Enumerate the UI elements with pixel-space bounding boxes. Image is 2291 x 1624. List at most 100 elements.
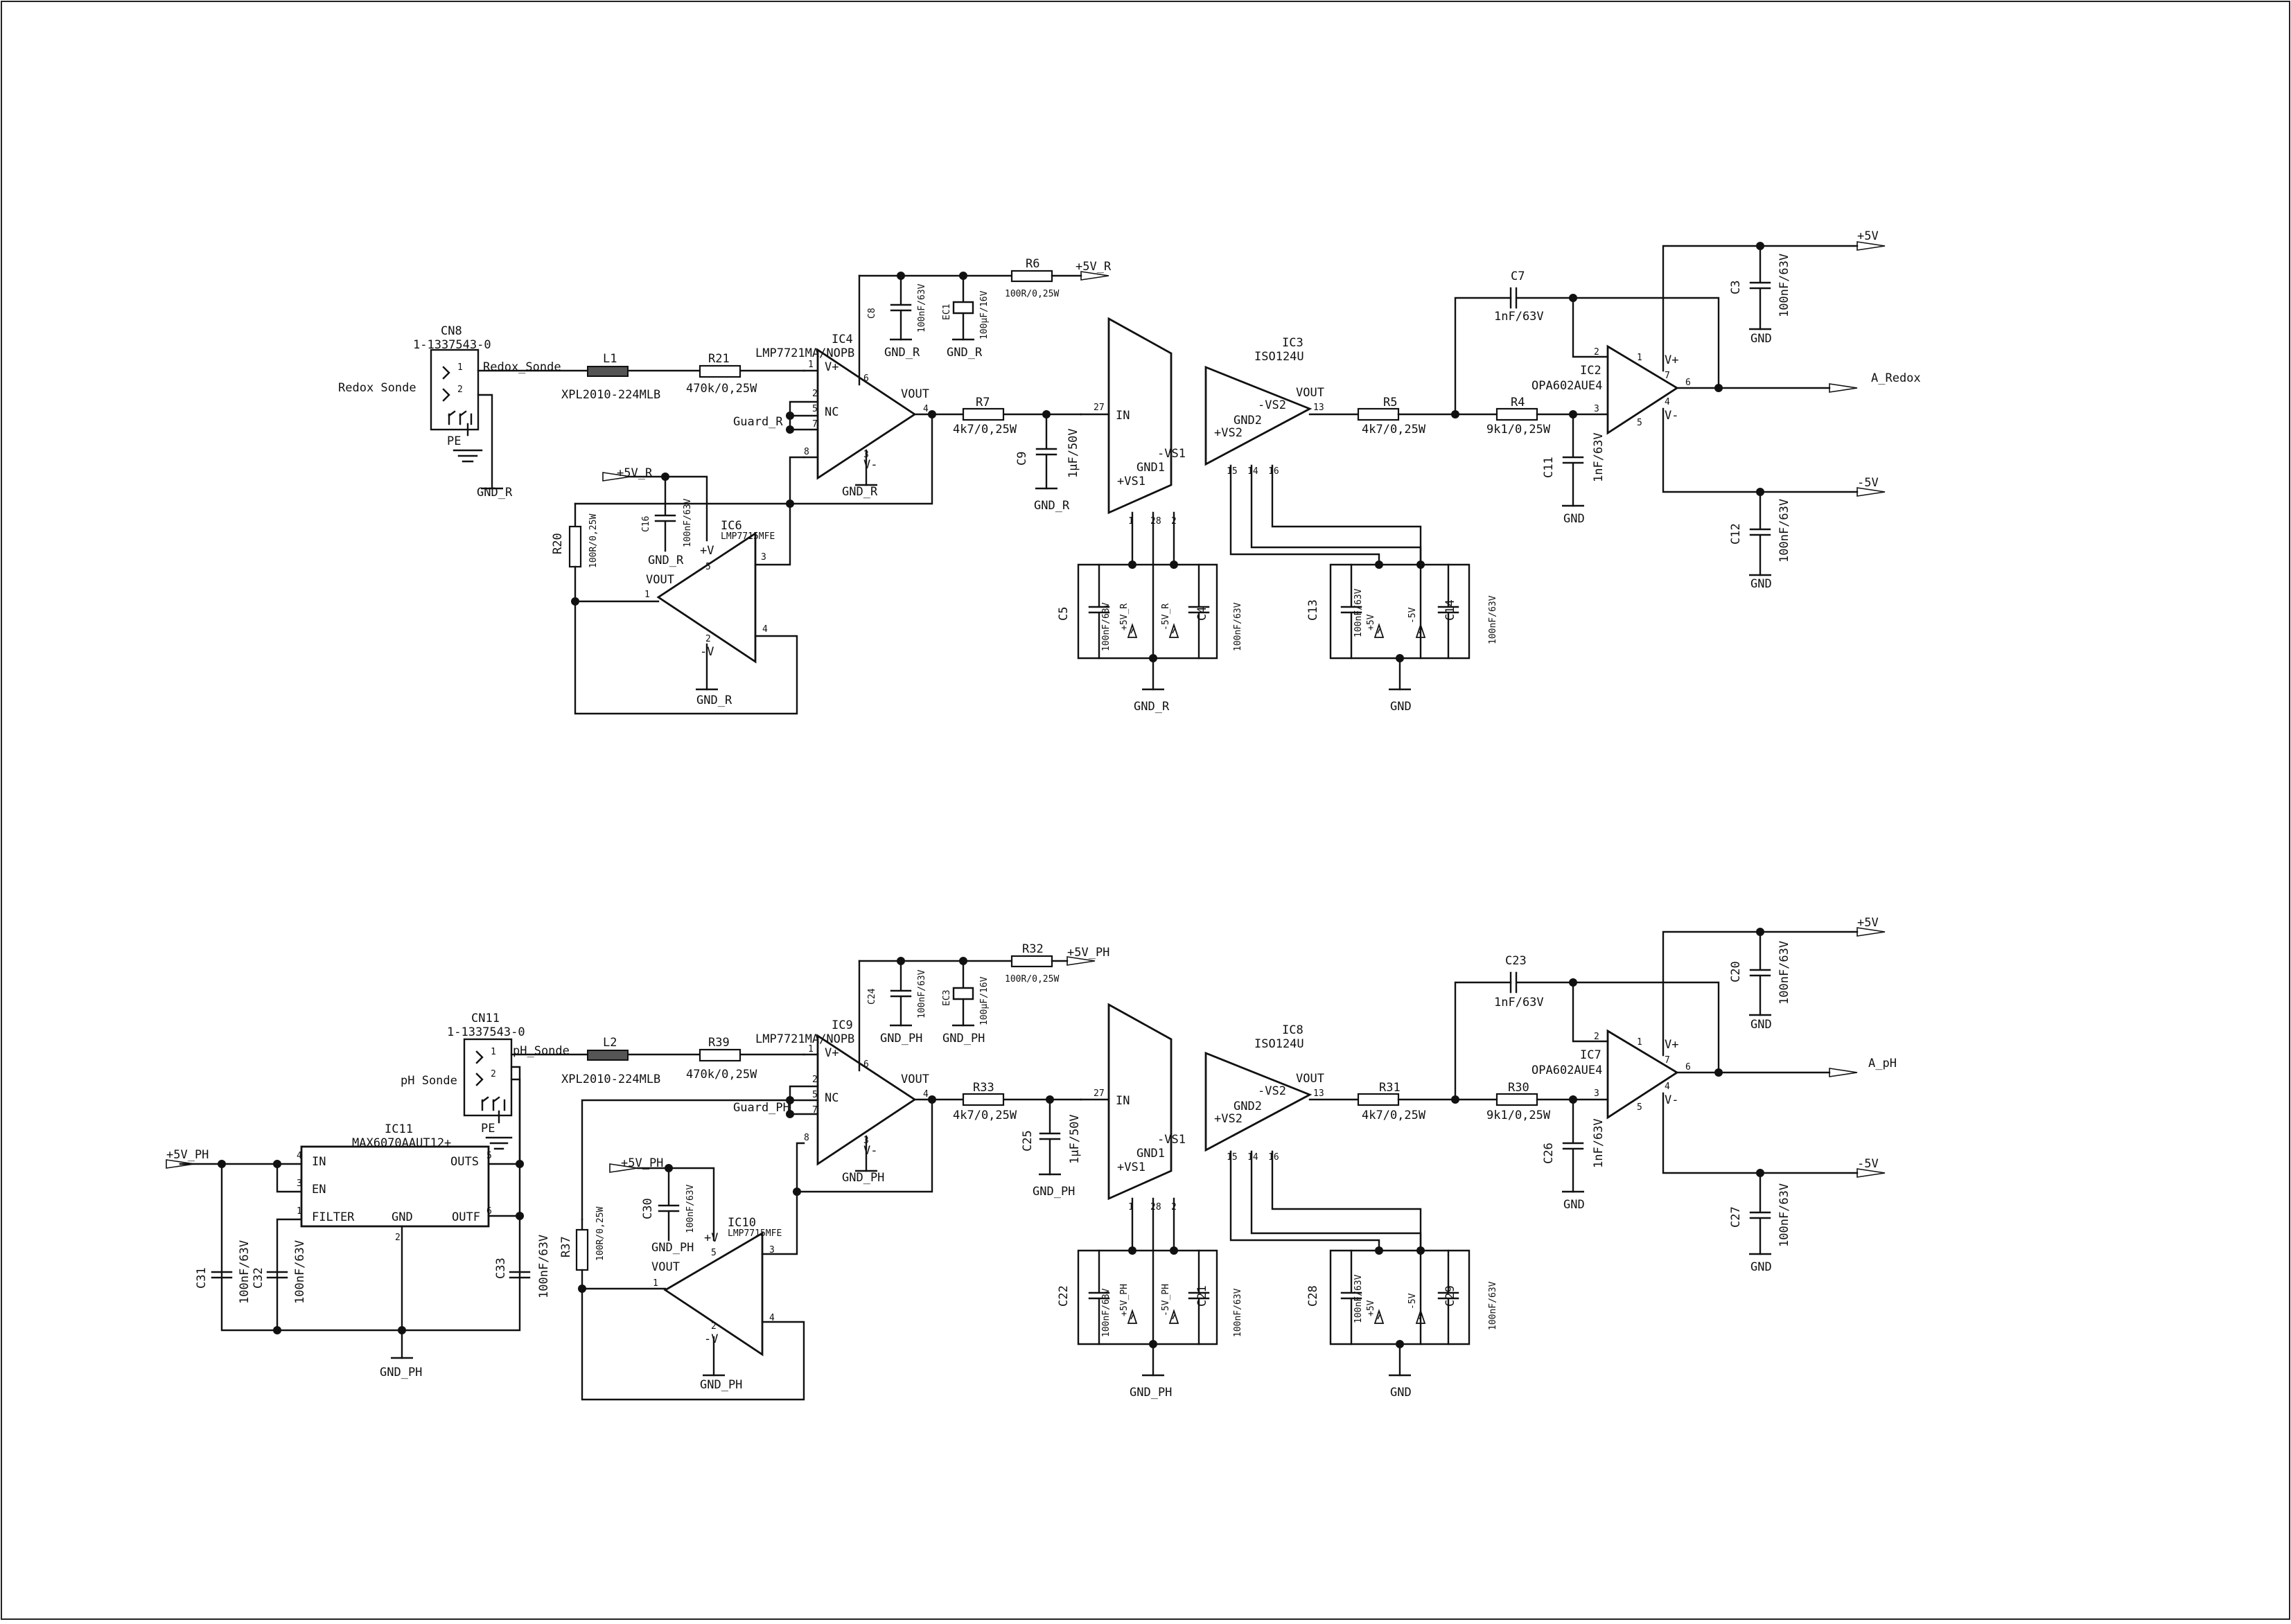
capacitor-c32[interactable]: C32 100nF/63V (252, 1240, 307, 1304)
resistor-r39[interactable]: R39 470k/0,25W (686, 1036, 757, 1082)
junction-dot (273, 1160, 281, 1168)
ic4-gnd-label: GND_R (842, 485, 878, 499)
capacitor-c5[interactable]: C5 100nF/63V +5V_R (1057, 563, 1137, 660)
resistor-r5[interactable]: R5 4k7/0,25W (1357, 396, 1426, 436)
junction-dot (786, 1096, 794, 1104)
resistor-r37[interactable]: R37 100R/0,25W (559, 1207, 606, 1290)
svg-text:C13: C13 (1306, 599, 1320, 621)
opamp-ic7[interactable]: IC7 OPA602AUE4 V+ V- 1 2 3 4 5 6 7 (1531, 930, 1859, 1174)
svg-text:13: 13 (1313, 403, 1324, 413)
svg-text:1: 1 (1637, 1037, 1642, 1048)
svg-text:1µF/50V: 1µF/50V (1068, 1114, 1082, 1164)
net-ph-sonde: pH_Sonde (513, 1044, 570, 1058)
svg-text:C8: C8 (867, 308, 877, 319)
resistor-r7[interactable]: R7 4k7/0,25W (953, 396, 1017, 436)
supply-neg-label: -5V (1857, 476, 1879, 490)
isolation-amp-ic3[interactable]: IC3 ISO124U IN -VS1 +VS1 GND1 -VS2 +VS2 … (1094, 317, 1422, 660)
svg-text:3: 3 (1594, 1088, 1599, 1099)
svg-text:IC9: IC9 (832, 1018, 853, 1032)
svg-text:8: 8 (804, 1133, 809, 1143)
svg-text:14: 14 (1247, 1152, 1258, 1163)
svg-text:VOUT: VOUT (901, 1073, 929, 1086)
svg-text:28: 28 (1150, 1202, 1161, 1212)
resistor-r32[interactable]: R32 100R/0,25W +5V_PH (1005, 942, 1109, 985)
capacitor-c14[interactable]: C14 100nF/63V -5V (1407, 563, 1498, 660)
capacitor-c23[interactable]: C23 1nF/63V (1494, 954, 1720, 1074)
connector-cn8[interactable]: CN8 1-1337543-0 1 2 PE (413, 324, 805, 490)
inductor-l2[interactable]: L2 XPL2010-224MLB (561, 1036, 660, 1086)
svg-text:MAX6070AAUT12+: MAX6070AAUT12+ (352, 1136, 451, 1150)
resistor-r4[interactable]: R4 9k1/0,25W (1486, 396, 1551, 436)
svg-text:R5: R5 (1383, 396, 1397, 409)
svg-text:GND_R: GND_R (696, 694, 732, 707)
svg-text:1: 1 (457, 362, 463, 373)
junction-dot (1170, 561, 1178, 569)
resistor-r33[interactable]: R33 4k7/0,25W (953, 1081, 1017, 1122)
capacitor-ec1[interactable]: EC1 100µF/16V GND_R (942, 274, 990, 360)
svg-text:1nF/63V: 1nF/63V (1592, 432, 1606, 482)
junction-dot (1375, 1246, 1383, 1255)
svg-text:EC1: EC1 (942, 304, 952, 320)
opamp-ic4[interactable]: IC4 LMP7721MA/NOPB V+ V- NC VOUT 1 2 3 4… (755, 274, 1082, 505)
capacitor-c27[interactable]: C27 100nF/63V GND (1729, 1172, 1791, 1274)
svg-text:-5V: -5V (1407, 607, 1418, 624)
capacitor-c11[interactable]: C11 1nF/63V GND (1542, 413, 1606, 526)
capacitor-c31[interactable]: C31 100nF/63V (195, 1240, 252, 1304)
resistor-r21[interactable]: R21 470k/0,25W (686, 352, 757, 396)
capacitor-c4[interactable]: C4 100nF/63V -5V_R (1161, 563, 1243, 660)
svg-text:+VS2: +VS2 (1214, 426, 1243, 440)
capacitor-c20[interactable]: C20 100nF/63V GND (1729, 930, 1791, 1032)
capacitor-c33[interactable]: C33 100nF/63V (494, 1235, 551, 1298)
capacitor-c8[interactable]: C8 100nF/63V GND_R (867, 274, 927, 360)
capacitor-c25[interactable]: C25 1µF/50V GND_PH (1021, 1098, 1082, 1199)
output-a-redox: A_Redox (1871, 371, 1921, 385)
svg-text:3: 3 (761, 552, 766, 563)
svg-text:CN8: CN8 (441, 324, 462, 338)
junction-dot (1451, 410, 1459, 418)
capacitor-c7[interactable]: C7 1nF/63V (1494, 270, 1720, 389)
svg-text:GND: GND (1750, 1018, 1772, 1032)
resistor-r6[interactable]: R6 100R/0,25W +5V_R (1005, 257, 1112, 299)
junction-dot (1451, 1095, 1459, 1104)
svg-text:100nF/63V: 100nF/63V (1778, 941, 1791, 1005)
opamp-ic2[interactable]: IC2 OPA602AUE4 V+ V- 1 2 3 4 5 6 7 (1531, 245, 1859, 493)
svg-text:100nF/63V: 100nF/63V (1778, 254, 1791, 317)
svg-text:GND: GND (1750, 332, 1772, 346)
capacitor-c30[interactable]: C30 100nF/63V GND_PH +5V_PH (609, 1156, 715, 1255)
resistor-r30[interactable]: R30 9k1/0,25W (1486, 1081, 1551, 1122)
svg-text:FILTER: FILTER (312, 1210, 355, 1224)
capacitor-c16[interactable]: C16 100nF/63V GND_R +5V_R (602, 466, 708, 567)
inductor-l1[interactable]: L1 XPL2010-224MLB (561, 352, 660, 402)
capacitor-c13[interactable]: C13 100nF/63V +5V (1306, 563, 1384, 660)
svg-text:GND_R: GND_R (648, 554, 684, 567)
capacitor-c3[interactable]: C3 100nF/63V GND (1729, 245, 1791, 346)
reference-ic11[interactable]: IC11 MAX6070AAUT12+ IN EN FILTER GND OUT… (166, 1066, 521, 1379)
svg-text:IC11: IC11 (385, 1122, 413, 1136)
capacitor-ec3[interactable]: EC3 100µF/16V GND_PH (942, 960, 990, 1045)
svg-text:4: 4 (923, 404, 929, 414)
opamp-ic10[interactable]: IC10 LMP7715MFE +V -V VOUT 1 2 3 4 5 GND… (581, 1190, 805, 1401)
resistor-r31[interactable]: R31 4k7/0,25W (1357, 1081, 1426, 1122)
svg-text:4: 4 (769, 1313, 775, 1323)
isolation-amp-ic8[interactable]: IC8 ISO124U IN -VS1 +VS1 GND1 -VS2 +VS2 … (1094, 1003, 1422, 1345)
capacitor-c24[interactable]: C24 100nF/63V GND_PH (867, 960, 927, 1045)
junction-dot (1714, 384, 1723, 392)
capacitor-c22[interactable]: C22 100nF/63V +5V_PH (1057, 1249, 1137, 1345)
connector-cn11[interactable]: CN11 1-1337543-0 1 2 PE (447, 1012, 805, 1165)
capacitor-c28[interactable]: C28 100nF/63V +5V (1306, 1249, 1384, 1345)
junction-dot (1756, 488, 1764, 496)
opamp-ic6[interactable]: IC6 LMP7715MFE +V -V VOUT 1 2 3 4 5 GND_… (574, 502, 798, 715)
svg-text:470k/0,25W: 470k/0,25W (686, 382, 757, 396)
svg-text:C14: C14 (1443, 599, 1457, 621)
resistor-r20[interactable]: R20 100R/0,25W (551, 502, 599, 604)
capacitor-c29[interactable]: C29 100nF/63V -5V (1407, 1249, 1498, 1345)
capacitor-c9[interactable]: C9 1µF/50V GND_R (1015, 413, 1080, 513)
svg-text:5: 5 (812, 404, 818, 414)
capacitor-c26[interactable]: C26 1nF/63V GND (1542, 1098, 1606, 1212)
capacitor-c21[interactable]: C21 100nF/63V -5V_PH (1161, 1249, 1243, 1345)
svg-text:EC3: EC3 (942, 990, 952, 1006)
svg-text:-V: -V (704, 1332, 718, 1346)
opamp-ic9[interactable]: IC9 LMP7721MA/NOPB V+ V- NC VOUT 1 2 3 4… (581, 960, 1082, 1221)
capacitor-c12[interactable]: C12 100nF/63V GND (1729, 491, 1791, 591)
svg-text:ISO124U: ISO124U (1254, 1037, 1304, 1051)
